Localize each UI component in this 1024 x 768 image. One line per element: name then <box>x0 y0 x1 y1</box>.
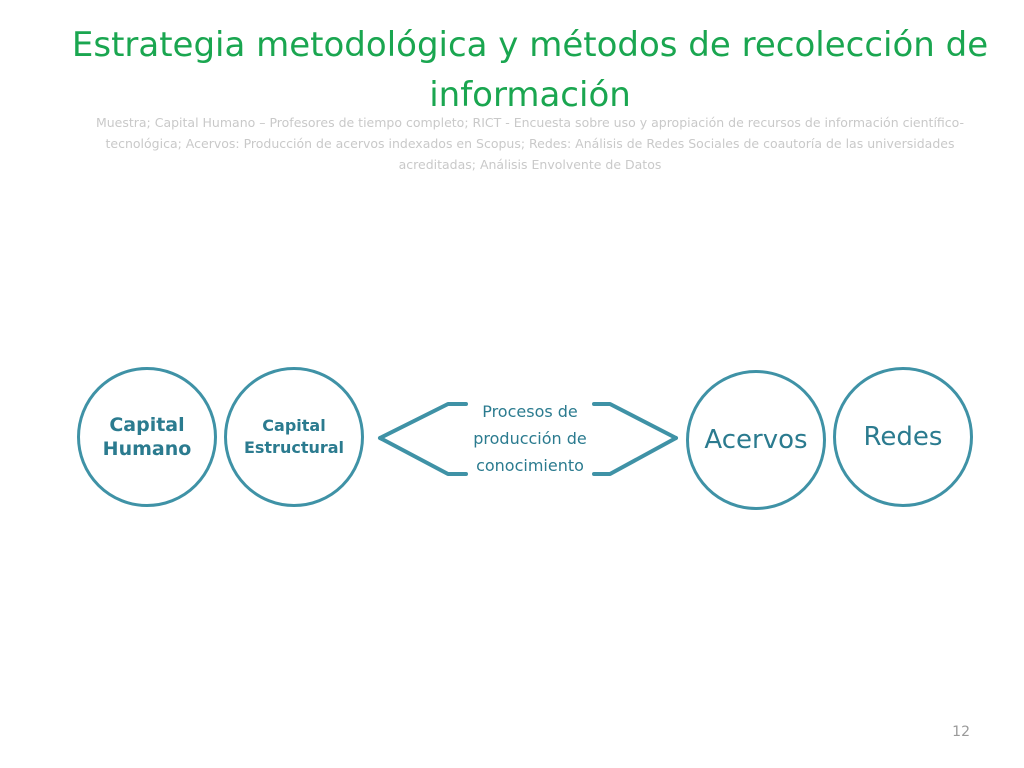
node-capital-estructural-label: Capital Estructural <box>243 416 345 457</box>
node-redes-label: Redes <box>863 422 943 452</box>
right-bracket-upper <box>592 402 678 440</box>
right-bracket-lower <box>592 436 678 476</box>
node-capital-estructural: Capital Estructural <box>224 367 364 507</box>
node-capital-humano-label: Capital Humano <box>102 414 192 460</box>
node-acervos-label: Acervos <box>704 425 808 455</box>
left-bracket-lower <box>378 436 468 476</box>
node-acervos: Acervos <box>686 370 826 510</box>
node-process: Procesos de producción de conocimiento <box>473 402 587 475</box>
slide-title: Estrategia metodológica y métodos de rec… <box>71 25 989 115</box>
left-bracket-upper <box>378 402 468 440</box>
node-redes: Redes <box>833 367 973 507</box>
page-number: 12 <box>952 724 970 740</box>
slide-subtitle: Muestra; Capital Humano – Profesores de … <box>95 115 965 172</box>
node-capital-humano: Capital Humano <box>77 367 217 507</box>
